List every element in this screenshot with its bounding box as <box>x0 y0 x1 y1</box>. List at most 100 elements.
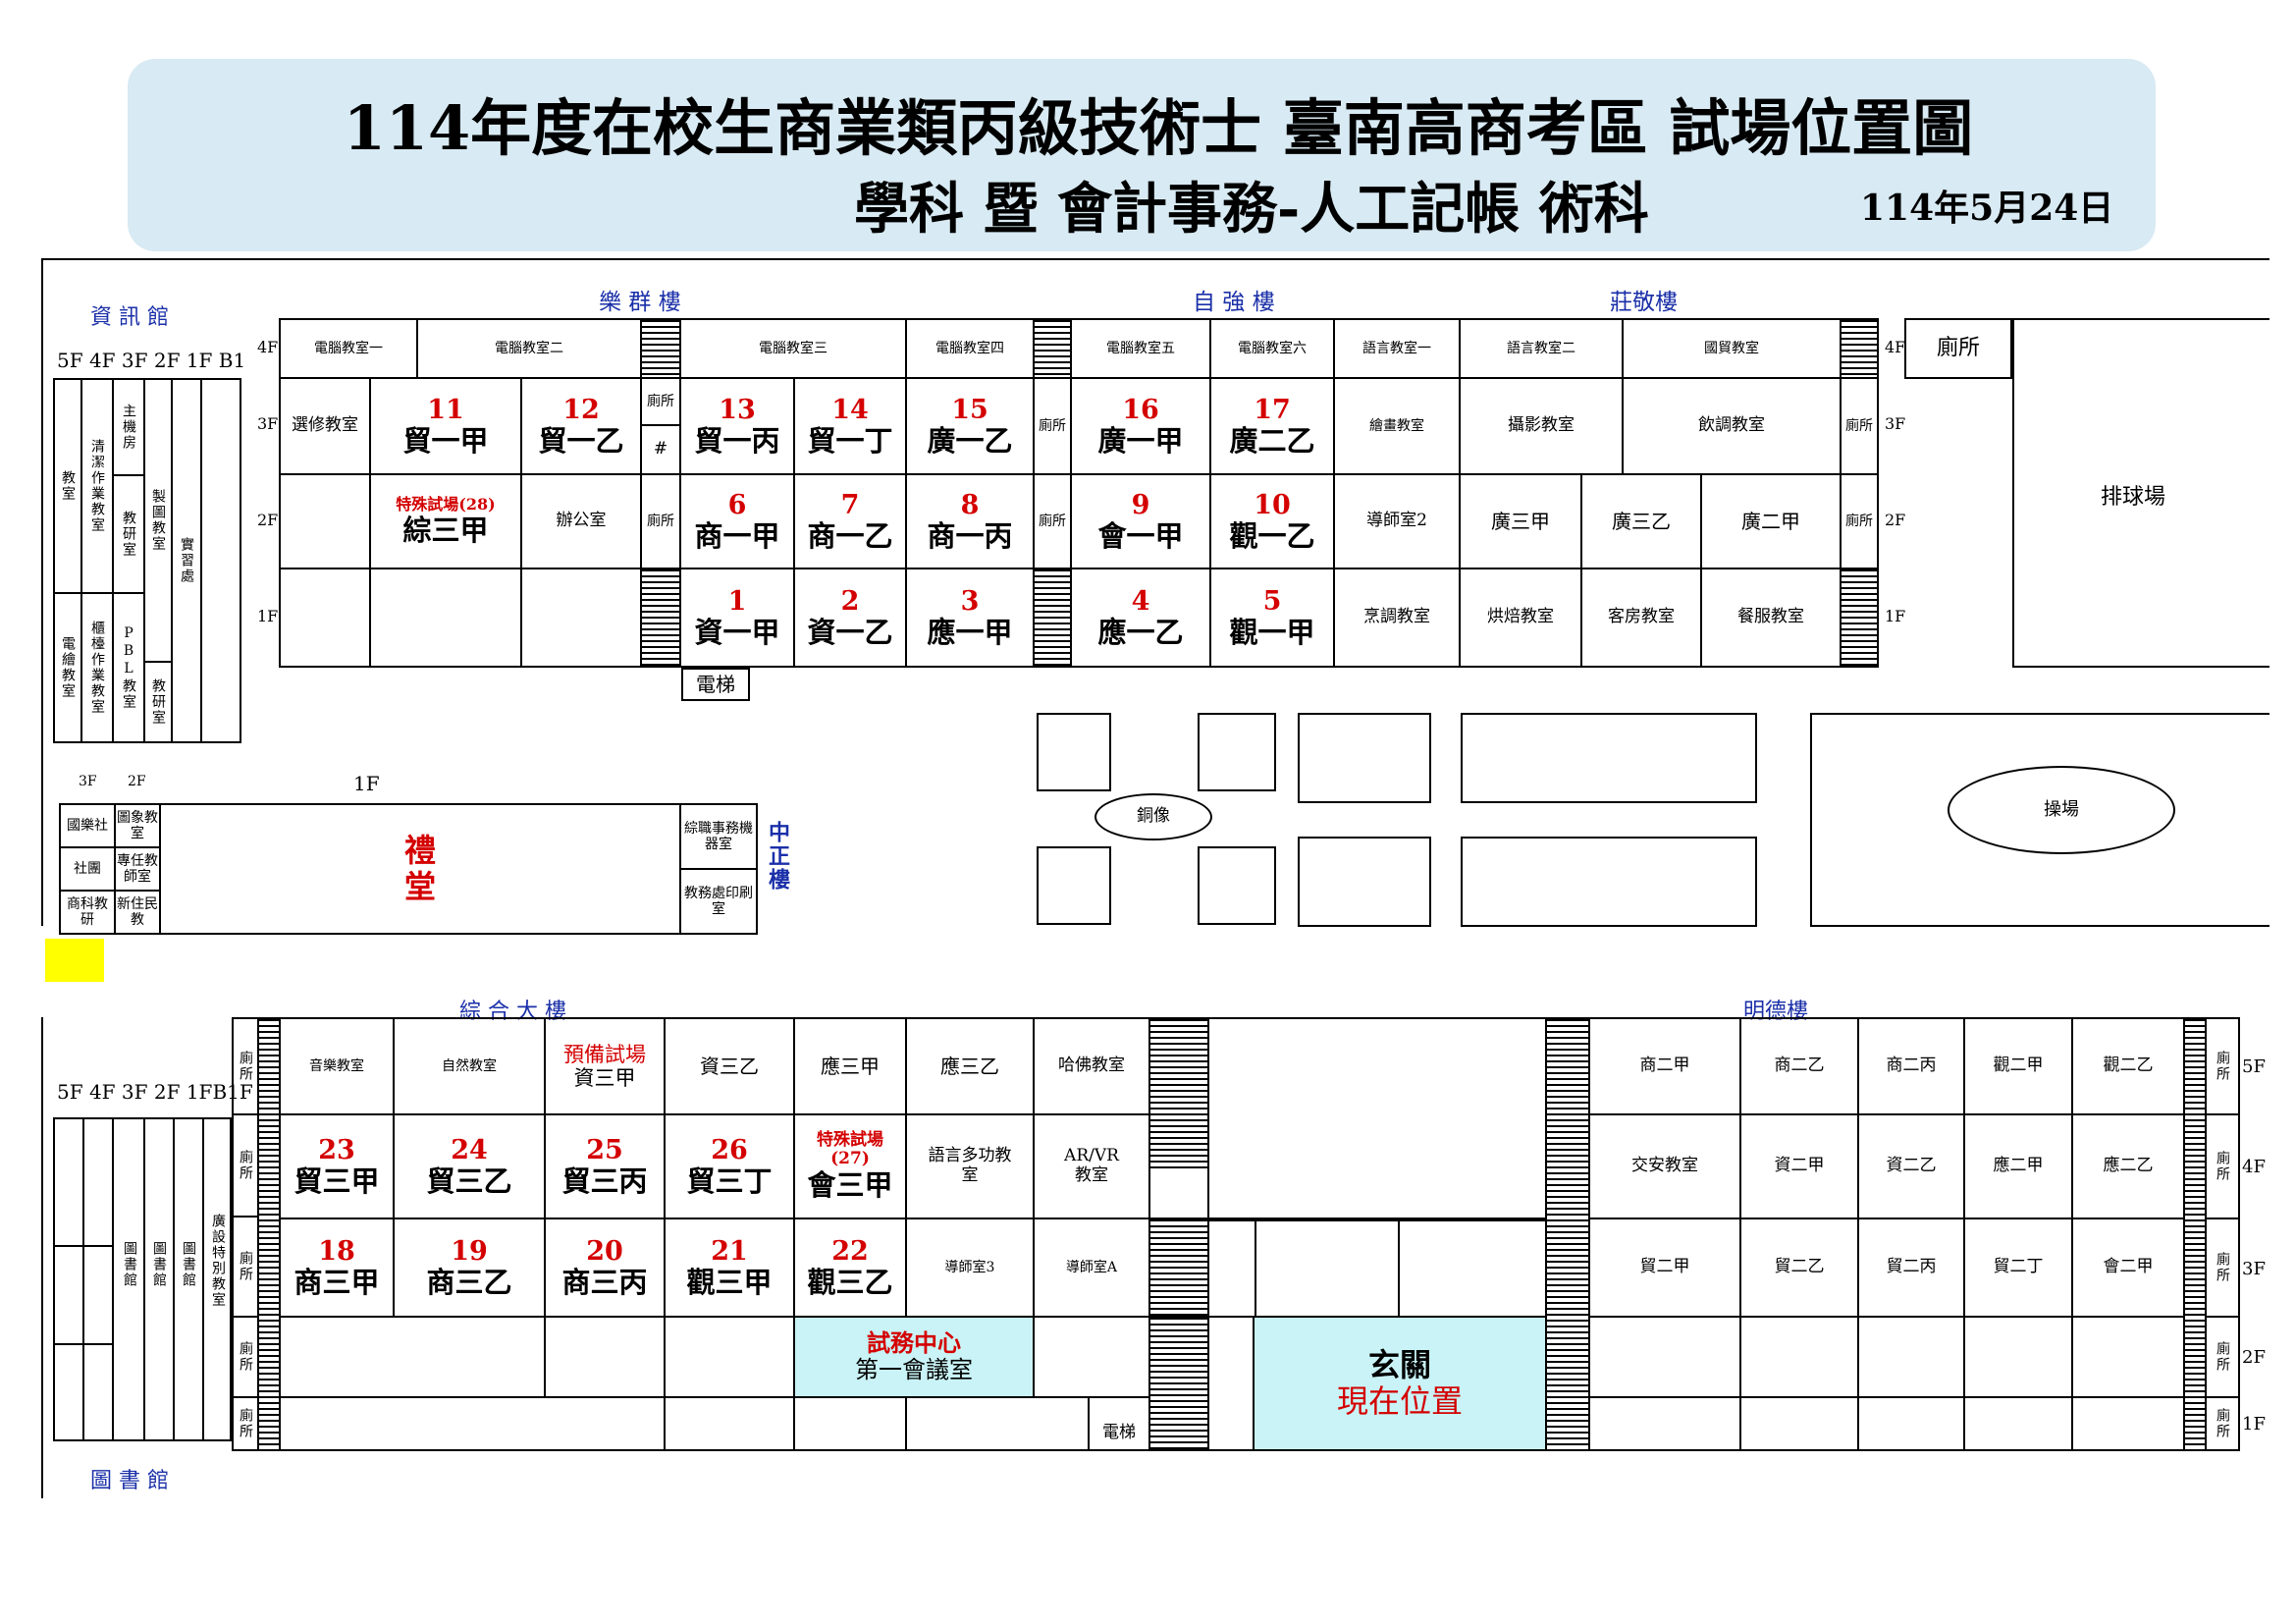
room: 烘焙教室 <box>1459 568 1582 668</box>
room-empty <box>1963 1396 2073 1451</box>
building-label-info: 資 訊 館 <box>90 305 169 330</box>
room: 攝影教室 <box>1459 377 1624 475</box>
room: 電腦教室五 <box>1070 318 1211 379</box>
toilet: 廁所 <box>2205 1218 2240 1318</box>
location-marker <box>45 939 104 982</box>
map-left-border <box>41 258 43 926</box>
page-subtitle: 學科 暨 會計事務-人工記帳 術科 <box>854 177 1649 242</box>
room: 資二甲 <box>1739 1113 1859 1219</box>
room-empty <box>664 1396 795 1451</box>
room: 辦公室 <box>520 473 642 569</box>
room: 觀二乙 <box>2071 1017 2185 1115</box>
room-empty <box>279 473 371 569</box>
stairs <box>640 318 681 379</box>
library-room: 圖書館 <box>151 1241 167 1288</box>
room-empty <box>1739 1396 1859 1451</box>
room: 會二甲 <box>2071 1218 2185 1318</box>
plaza-block <box>1298 837 1431 927</box>
floor-label: 4F <box>257 338 279 356</box>
room: 商二丙 <box>1857 1017 1965 1115</box>
room-empty <box>1588 1396 1741 1451</box>
building-label-lequn: 樂 群 樓 <box>599 290 681 315</box>
toilet: 廁所 <box>232 1017 259 1115</box>
room: 綜職事務機器室 <box>679 803 758 870</box>
page-title: 114年度在校生商業類丙級技術士 臺南高商考區 試場位置圖 <box>343 92 1974 164</box>
special-exam-room: 特殊試場(28)綜三甲 <box>369 473 522 569</box>
room-empty <box>1033 1316 1150 1398</box>
room: 繪畫教室 <box>1333 377 1461 475</box>
floor-label: 4F <box>2242 1157 2266 1177</box>
exam-date: 114年5月24日 <box>1860 188 2114 229</box>
stairs <box>1033 318 1072 379</box>
building-label-zhongzheng: 中正樓 <box>765 821 790 892</box>
room: 國樂社 <box>59 803 116 848</box>
library-room: 圖書館 <box>122 1241 137 1288</box>
room: 導師室3 <box>905 1218 1035 1318</box>
room: 商科教研 <box>59 890 116 935</box>
stairs <box>640 568 681 668</box>
room-empty <box>2071 1316 2185 1398</box>
divider <box>82 1117 84 1441</box>
playground-area <box>1810 713 2269 927</box>
room: 廣三甲 <box>1459 473 1582 569</box>
building-label-zonghe: 綜 合 大 樓 <box>459 1000 566 1024</box>
statue: 銅像 <box>1095 793 1212 840</box>
info-room: 主機房 <box>112 378 145 476</box>
room: 應三乙 <box>905 1017 1035 1115</box>
toilet: 廁所 <box>640 473 681 569</box>
floor-label: 2F <box>2242 1347 2266 1368</box>
room: 貿二乙 <box>1739 1218 1859 1318</box>
special-exam-room: 特殊試場(27)會三甲 <box>793 1113 907 1219</box>
room-empty <box>544 1316 666 1398</box>
info-room: 實習處 <box>171 378 202 743</box>
floor-label: 3F <box>2242 1259 2266 1279</box>
room: 電腦教室三 <box>679 318 907 379</box>
room: 選修教室 <box>279 377 371 475</box>
room: 電腦教室六 <box>1209 318 1335 379</box>
toilet: 廁所 <box>1840 473 1879 569</box>
floor-label: 3F <box>257 414 279 433</box>
room: 餐服教室 <box>1700 568 1842 668</box>
room: 專任教師室 <box>114 846 161 892</box>
room-empty <box>1857 1396 1965 1451</box>
stairs <box>1148 1218 1209 1318</box>
room: 客房教室 <box>1580 568 1702 668</box>
room-empty <box>1857 1316 1965 1398</box>
elevator: 電梯 <box>681 668 750 701</box>
room: 貿二丁 <box>1963 1218 2073 1318</box>
map-left-border-lower <box>41 1017 43 1498</box>
toilet: 廁所 <box>1840 377 1879 475</box>
stairs <box>1840 318 1879 379</box>
floor-label: 1F <box>353 772 380 795</box>
room-empty <box>1588 1316 1741 1398</box>
plaza-block <box>1037 713 1111 791</box>
toilet: 廁所 <box>1033 377 1072 475</box>
lobby-you-are-here: 玄關現在位置 <box>1253 1316 1547 1451</box>
room: 社團 <box>59 846 116 892</box>
stairs <box>1148 1017 1209 1168</box>
volleyball-label: 排球場 <box>2101 485 2166 510</box>
building-label-ziqiang: 自 強 樓 <box>1193 290 1275 315</box>
room-empty <box>1207 1218 1256 1318</box>
divider <box>53 1343 114 1345</box>
plaza-block <box>1198 846 1276 925</box>
room-empty <box>279 568 371 668</box>
divider <box>112 1117 114 1441</box>
room: 資二乙 <box>1857 1113 1965 1219</box>
stairs <box>1148 1316 1209 1451</box>
library-block <box>53 1117 232 1441</box>
room: 自然教室 <box>393 1017 546 1115</box>
room: 教務處印刷室 <box>679 868 758 935</box>
toilet: 廁所 <box>640 377 681 426</box>
